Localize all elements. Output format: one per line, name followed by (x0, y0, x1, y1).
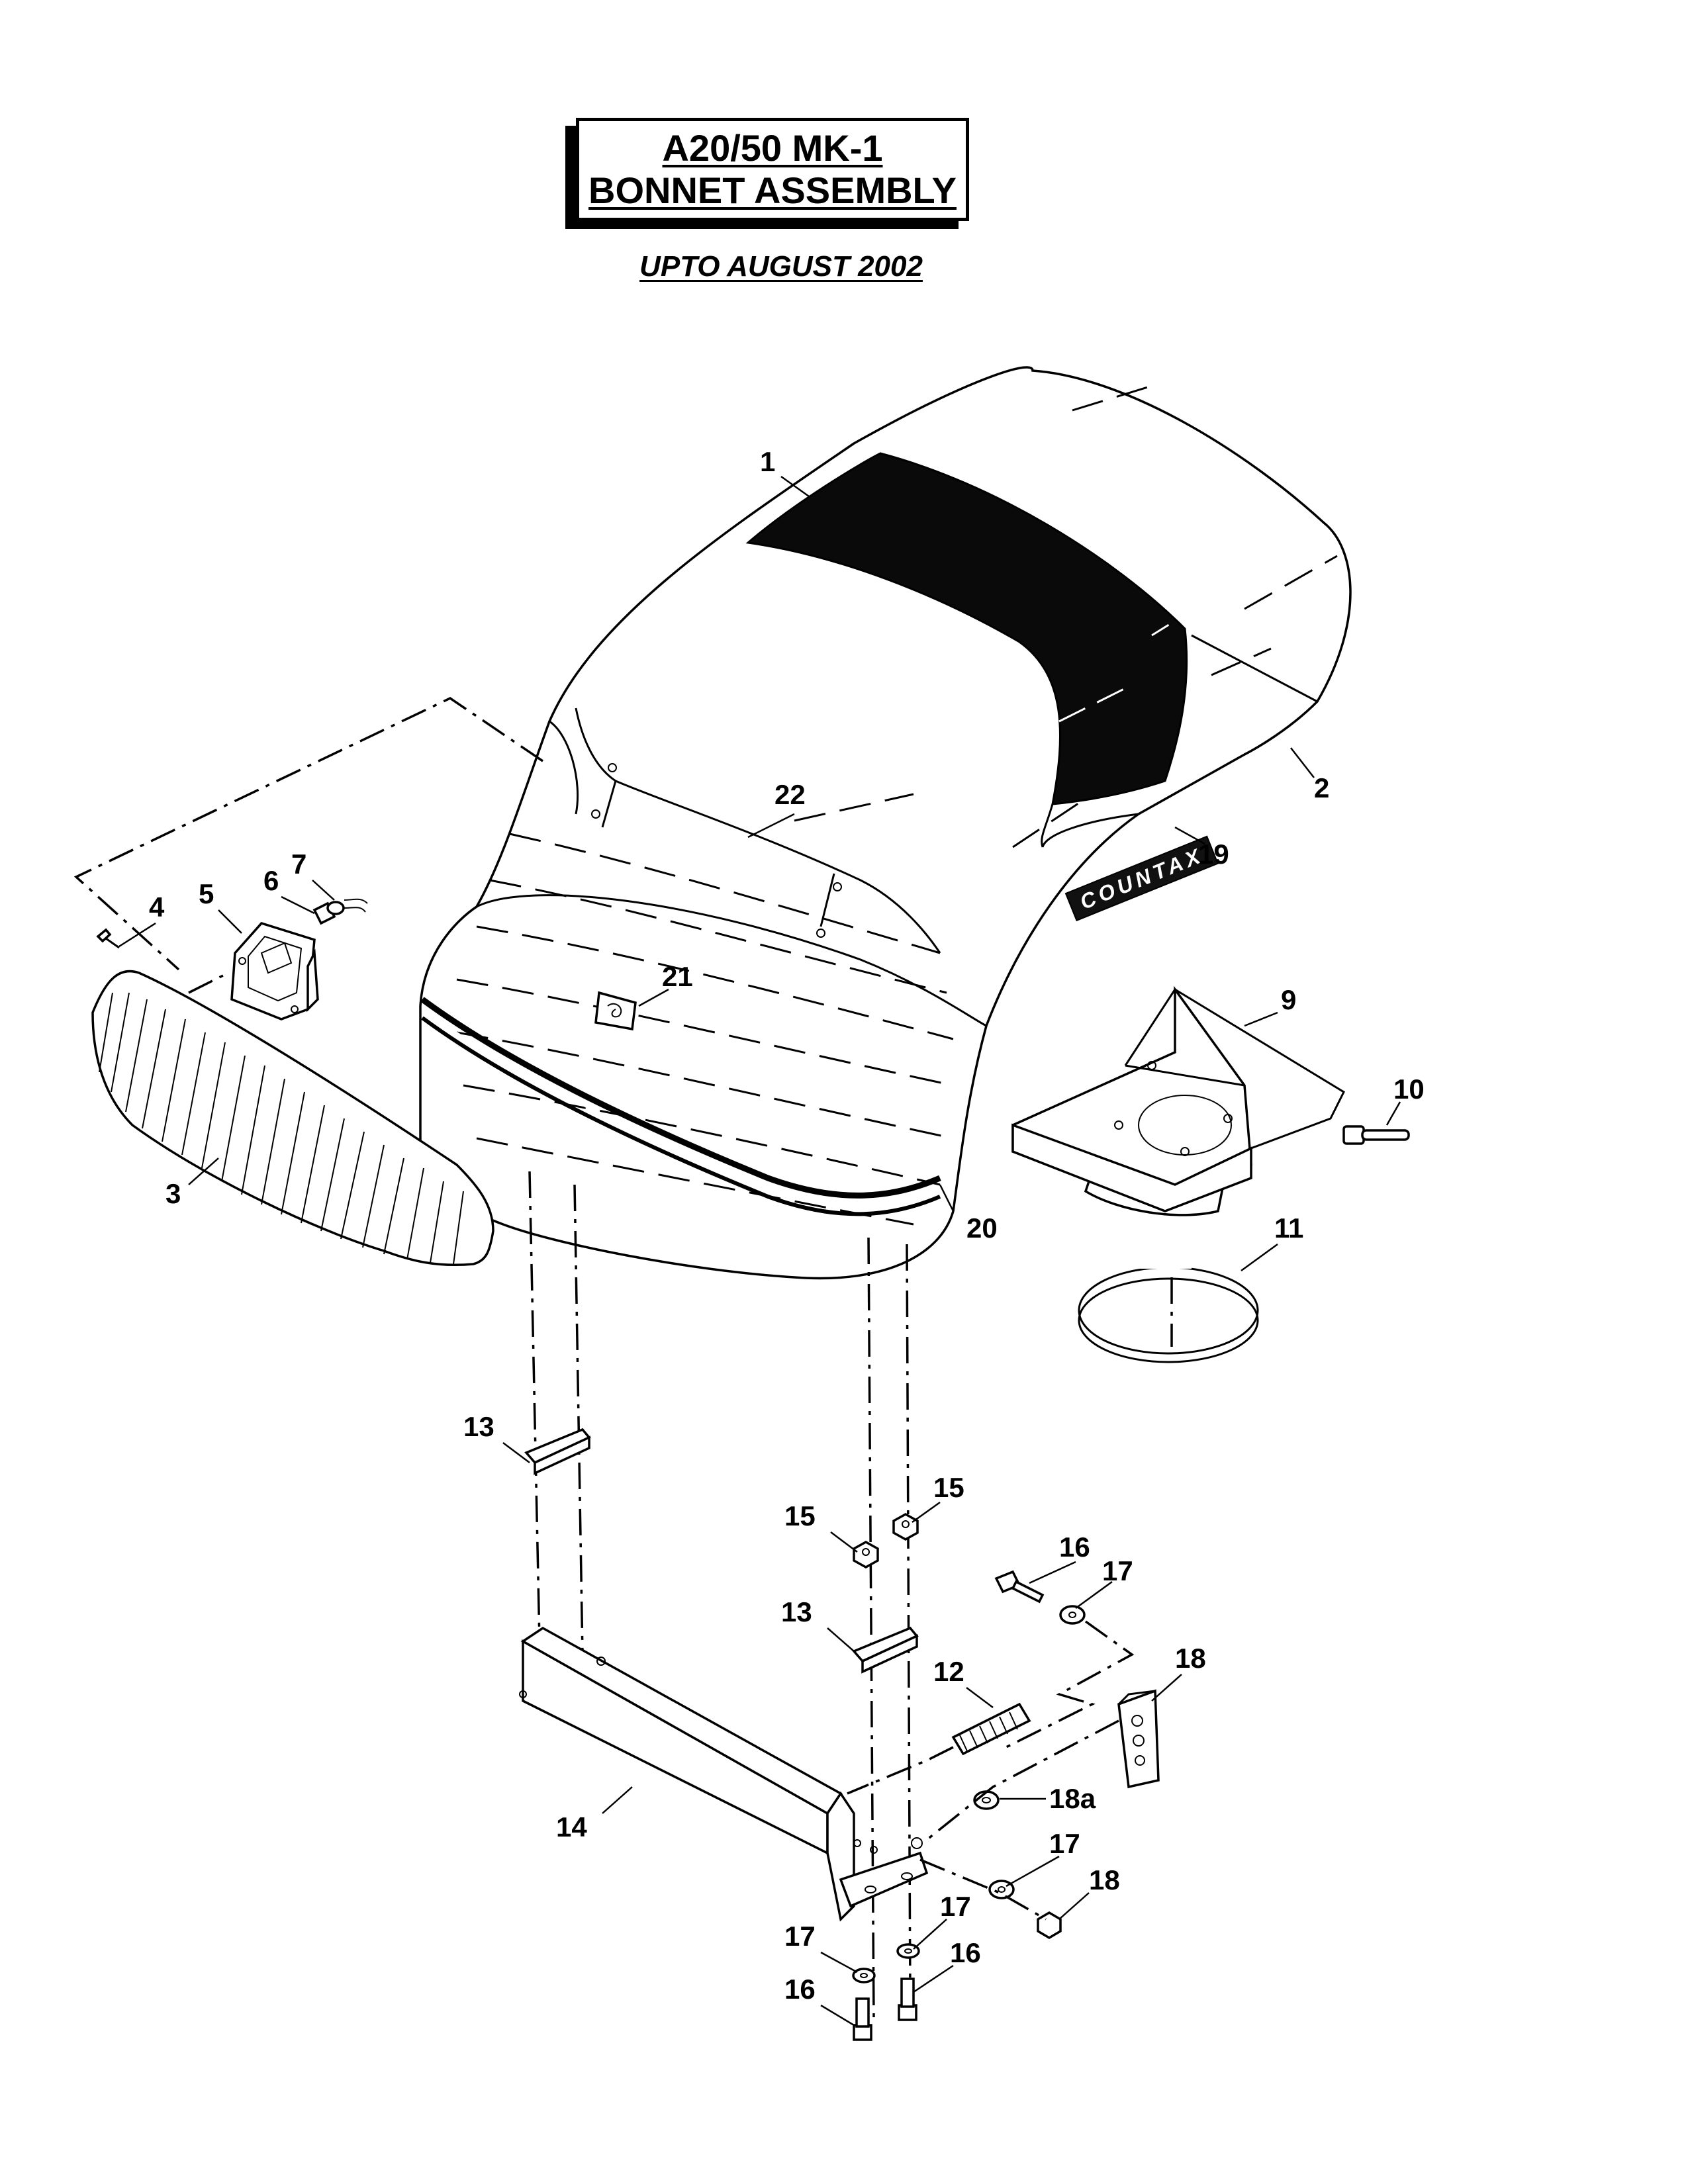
bolt-lower-right (898, 1978, 917, 2021)
hinge-bracket (1117, 1689, 1160, 1789)
washer-lower-left (852, 1968, 876, 1983)
rubber-pad-upper (524, 1428, 591, 1475)
nut-right (892, 1512, 919, 1541)
title-box: A20/50 MK-1 BONNET ASSEMBLY (576, 118, 969, 221)
label-part-21: 21 (662, 961, 693, 992)
label-part-17-right: 17 (1049, 1828, 1080, 1859)
label-part-19: 19 (1198, 839, 1229, 870)
ring-seal (1078, 1262, 1259, 1363)
chain-line-right-b (906, 1244, 912, 1999)
label-part-20: 20 (966, 1212, 998, 1244)
subtitle: UPTO AUGUST 2002 (639, 250, 923, 283)
chain-line-right-a (867, 1237, 875, 2019)
label-part-18a: 18a (1049, 1783, 1096, 1814)
label-part-15-left: 15 (784, 1500, 816, 1531)
washer-lower-right (896, 1943, 920, 1959)
label-part-1: 1 (760, 446, 775, 477)
bumper-strip (420, 997, 941, 1216)
label-part-15-right: 15 (933, 1472, 964, 1503)
label-part-11: 11 (1274, 1212, 1303, 1244)
spring (951, 1702, 1031, 1756)
hinge-chain-line-lower (919, 1858, 1047, 1921)
label-part-2: 2 (1314, 772, 1329, 803)
label-part-16-lower-left: 16 (784, 1974, 816, 2005)
label-part-13-lower: 13 (781, 1596, 812, 1627)
rubber-pad-lower (852, 1626, 919, 1674)
pivot-pin (1342, 1125, 1410, 1145)
grille-chain-line (73, 696, 543, 994)
hinge-bar (519, 1626, 929, 1922)
nut-left (853, 1540, 879, 1569)
label-part-18: 18 (1175, 1643, 1206, 1674)
hinge-chain-line-mid (925, 1719, 1119, 1841)
label-part-13-upper: 13 (463, 1411, 494, 1442)
chain-line-left-b (573, 1184, 584, 1655)
leader-lines (118, 475, 1401, 2026)
title-line-1: A20/50 MK-1 (662, 127, 883, 169)
label-part-7: 7 (291, 848, 306, 880)
bolt-upper (994, 1570, 1045, 1604)
tray (1011, 985, 1345, 1216)
title-line-2: BONNET ASSEMBLY (588, 169, 957, 211)
bonnet-top-decal (745, 452, 1188, 848)
label-part-17-upper: 17 (1102, 1555, 1133, 1586)
countax-decal-text: COUNTAX (1076, 843, 1207, 914)
headlight-bulb (312, 901, 345, 925)
bolt-lower-left (853, 1997, 872, 2041)
label-part-10: 10 (1393, 1073, 1425, 1105)
label-part-3: 3 (165, 1178, 181, 1209)
label-part-14: 14 (556, 1811, 587, 1843)
lock-nut (1037, 1911, 1062, 1940)
part-labels: 1 2 3 4 5 6 7 22 19 21 9 10 20 11 13 15 … (149, 446, 1425, 2005)
grille-slats (99, 992, 464, 1265)
label-part-6: 6 (263, 865, 279, 896)
hinge-chain-line-spring (847, 1746, 954, 1795)
label-part-22: 22 (774, 779, 806, 810)
washer-upper (1059, 1605, 1086, 1625)
label-part-18-lower: 18 (1089, 1864, 1120, 1895)
label-part-17-lower-right: 17 (940, 1891, 971, 1922)
hinge-chain-line-upper (1006, 1620, 1135, 1749)
label-part-17-lower-left: 17 (784, 1921, 816, 1952)
windscreen-panel (575, 707, 941, 954)
label-part-12: 12 (933, 1656, 964, 1687)
label-part-16-upper: 16 (1059, 1531, 1090, 1563)
headlight-housing (230, 921, 319, 1021)
label-part-9: 9 (1281, 984, 1296, 1015)
front-grille (91, 970, 494, 1267)
headlight-connector (344, 898, 368, 913)
label-part-4: 4 (149, 891, 165, 923)
headlight-screw (96, 928, 120, 949)
label-part-16-lower-right: 16 (950, 1937, 981, 1968)
label-part-5: 5 (199, 878, 214, 909)
chain-line-left-a (528, 1171, 541, 1642)
badge (594, 991, 637, 1031)
